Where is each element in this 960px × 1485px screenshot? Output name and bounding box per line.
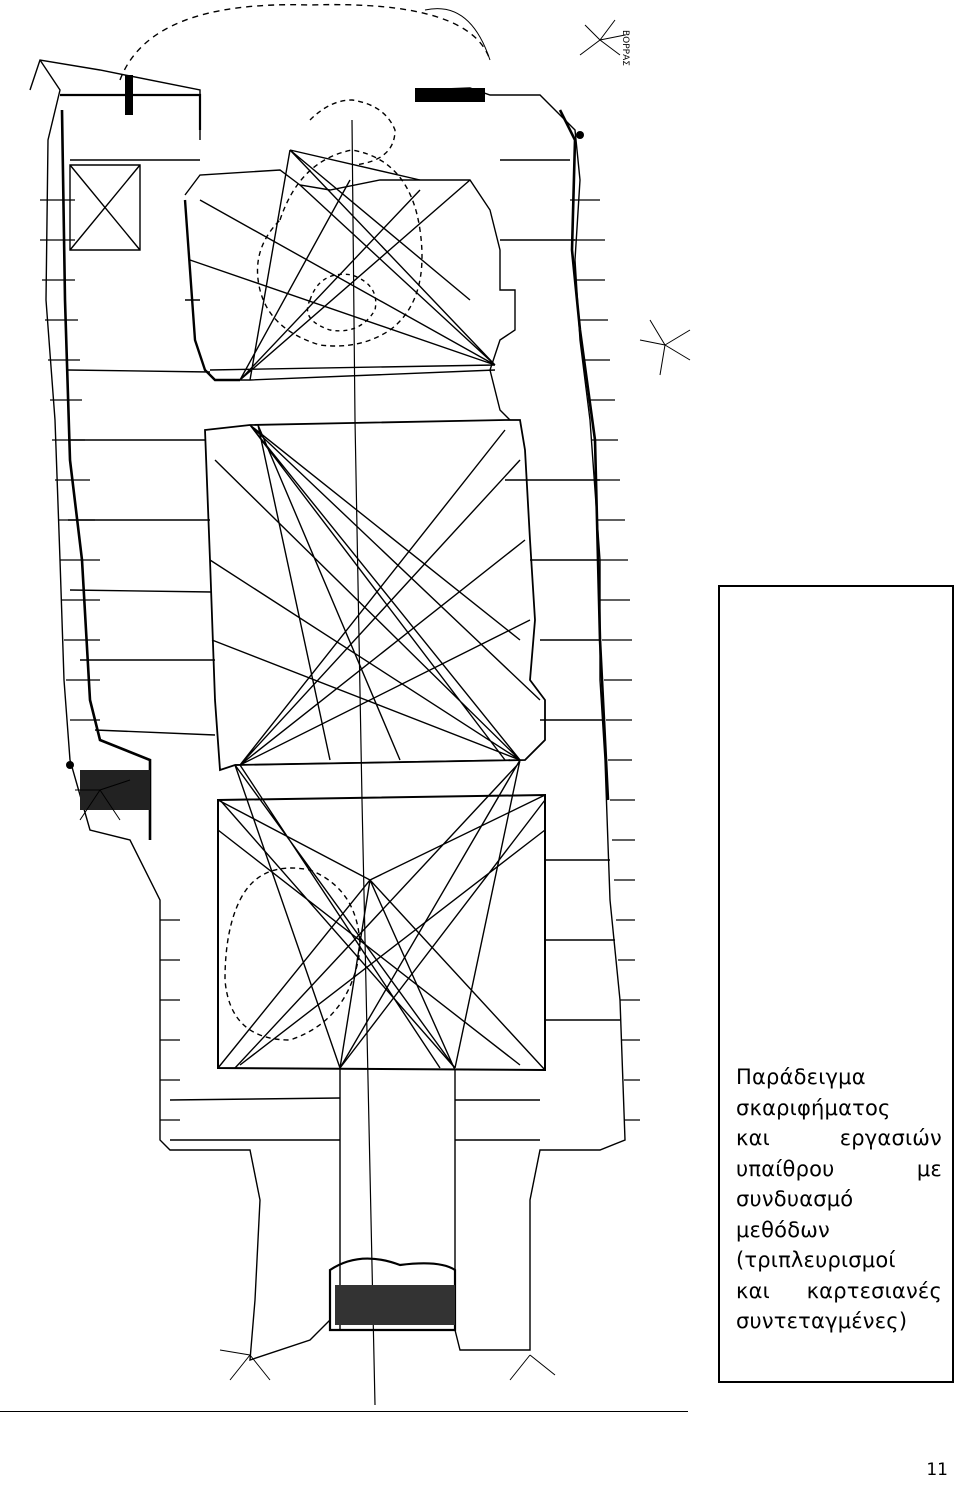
page-number: 11 [926,1460,948,1480]
caption-frame-top [718,585,954,1055]
caption-line-1: Παράδειγμα [736,1065,866,1089]
caption-line-9: συντεταγμένες) [736,1309,908,1333]
footer-divider [0,1411,688,1412]
survey-sketch-figure: ΒΟΡΡΑΣ [29,3,691,1406]
caption-line-5: συνδυασμό [736,1187,854,1211]
caption-line-2: σκαριφήματος [736,1095,891,1120]
north-label: ΒΟΡΡΑΣ [620,30,630,66]
caption-frame [718,1055,954,1383]
caption-line-7: (τριπλευρισμοί [736,1248,896,1272]
caption-line-6: μεθόδων [736,1217,830,1242]
